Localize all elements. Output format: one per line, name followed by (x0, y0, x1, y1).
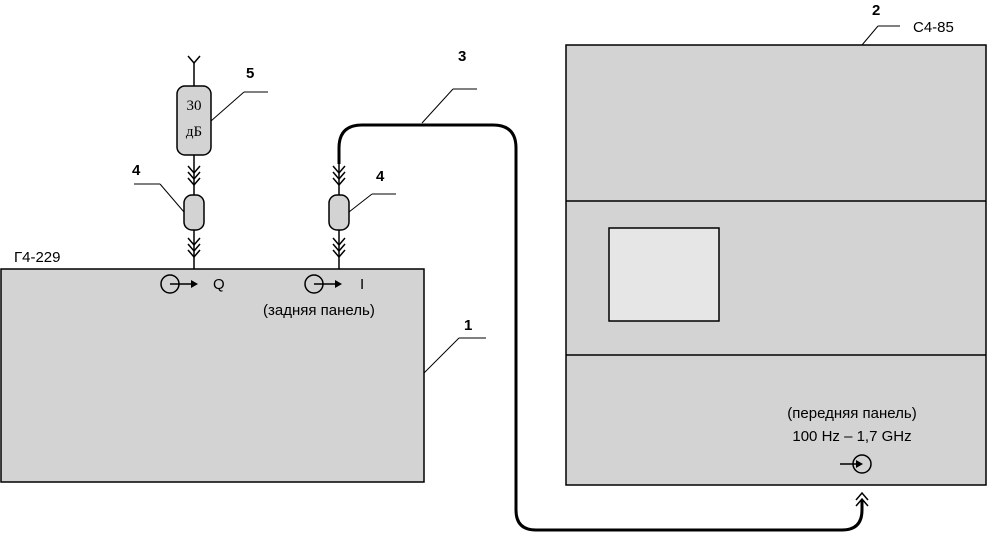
callout-4-right: 4 (376, 168, 385, 185)
attenuator-box (176, 85, 212, 156)
attenuator-unit: дБ (186, 124, 202, 140)
port-q-label: Q (213, 276, 225, 293)
callout-3: 3 (458, 48, 466, 65)
callout-1-leader (423, 337, 486, 374)
callout-4-right-leader (348, 193, 396, 213)
port-i-label: I (360, 276, 364, 293)
attenuator-value: 30 (187, 98, 202, 114)
callout-2: 2 (872, 2, 880, 19)
callout-4-left-leader (134, 183, 185, 213)
chevron-connector-icon (187, 165, 201, 187)
adapter-left (183, 194, 205, 231)
analyzer-range-label: 100 Hz – 1,7 GHz (792, 428, 911, 445)
adapter-right (328, 194, 350, 231)
antenna-icon (187, 55, 201, 86)
chevron-connector-icon (187, 237, 201, 259)
analyzer-screen (608, 227, 720, 322)
callout-5-leader (210, 91, 268, 122)
generator-name: Г4-229 (14, 249, 61, 266)
callout-2-leader (861, 25, 900, 46)
generator-panel-label: (задняя панель) (263, 302, 375, 319)
callout-1: 1 (464, 317, 472, 334)
callout-3-leader (421, 88, 477, 124)
chevron-connector-icon (332, 165, 346, 187)
port-q-icon (160, 274, 198, 294)
chevron-connector-icon (855, 491, 869, 507)
chevron-connector-icon (332, 237, 346, 259)
cable (337, 123, 864, 532)
callout-4-left: 4 (132, 162, 141, 179)
input-port-icon (840, 454, 872, 474)
generator-box (0, 268, 425, 483)
analyzer-panel-label: (передняя панель) (787, 405, 916, 422)
analyzer-name: С4-85 (913, 19, 954, 36)
port-i-icon (304, 274, 342, 294)
callout-5: 5 (246, 65, 254, 82)
